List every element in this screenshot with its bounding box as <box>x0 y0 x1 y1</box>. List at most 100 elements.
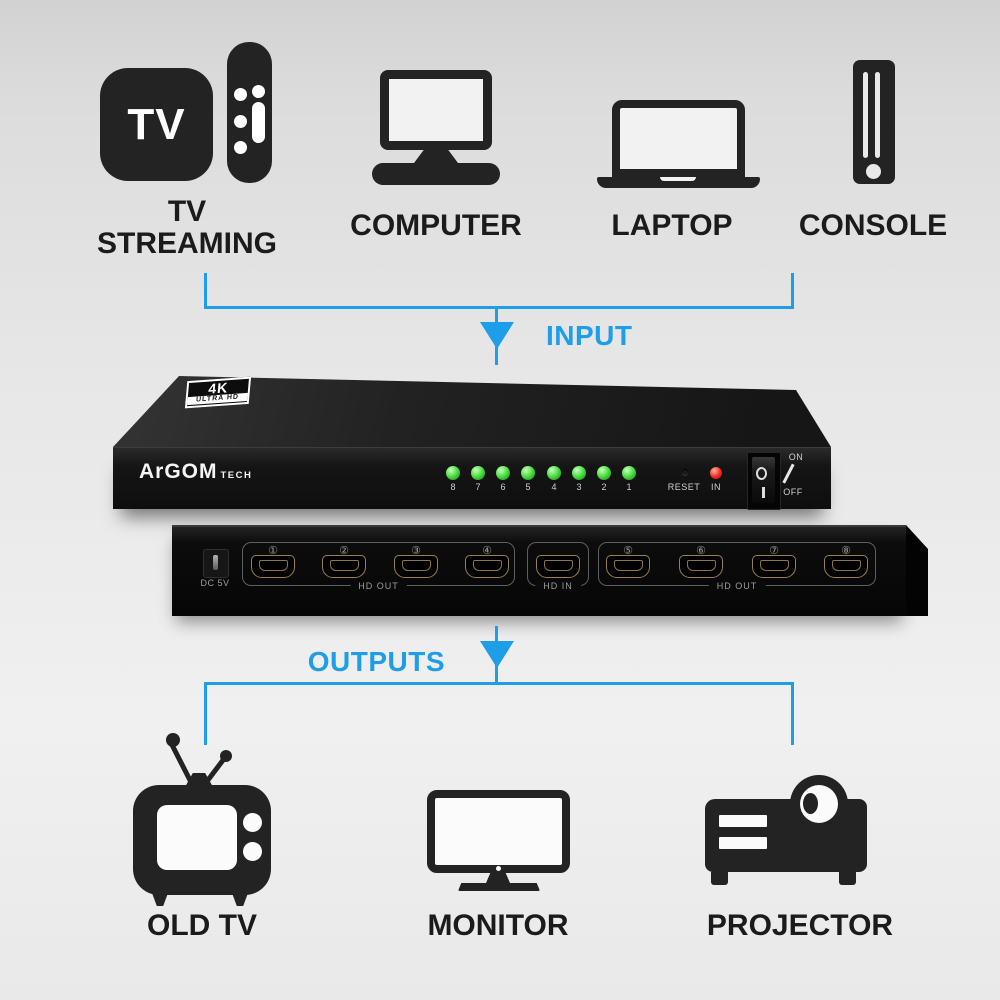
led-indicator <box>446 466 460 480</box>
remote-icon <box>227 42 272 183</box>
off-label: OFF <box>783 487 803 497</box>
hdmi-port <box>465 555 509 578</box>
label-projector: PROJECTOR <box>706 909 894 942</box>
hd-out-label: HD OUT <box>350 581 407 591</box>
laptop-base <box>597 177 760 188</box>
hdmi-port <box>824 555 868 578</box>
led-number: 3 <box>576 482 582 492</box>
label-monitor: MONITOR <box>427 909 569 942</box>
device-rear-side <box>906 525 928 616</box>
hdmi-port <box>322 555 366 578</box>
projector-vent <box>719 815 767 827</box>
power-rocker <box>752 457 775 503</box>
hd-in-group: HD IN <box>527 542 589 591</box>
output-arrow-icon <box>480 641 514 668</box>
power-i-symbol <box>762 487 765 498</box>
label-console: CONSOLE <box>798 209 948 242</box>
tv-box-text: TV <box>127 99 186 149</box>
computer-stand <box>414 150 458 163</box>
led-number: 4 <box>551 482 557 492</box>
computer-icon <box>380 70 492 150</box>
led-indicator <box>471 466 485 480</box>
reset-button <box>682 469 688 475</box>
input-arrow-icon <box>480 322 514 349</box>
antenna-tip <box>220 750 232 762</box>
led-number: 6 <box>500 482 506 492</box>
dc-power-jack <box>203 549 229 578</box>
port-number: ③ <box>411 545 421 557</box>
hd-out-group-1: ① ② ③ ④ HD OUT <box>242 542 515 591</box>
led-number: 2 <box>601 482 607 492</box>
input-flow-label: INPUT <box>546 320 633 351</box>
hdmi-port <box>536 555 580 578</box>
tv-knob <box>243 813 262 832</box>
led-indicator <box>521 466 535 480</box>
old-tv-icon <box>133 785 271 895</box>
input-led-label: IN <box>711 482 721 492</box>
remote-button <box>252 85 265 98</box>
projector-vent <box>719 837 767 849</box>
dc-label: DC 5V <box>200 578 230 588</box>
hd-out-group-2: ⑤ ⑥ ⑦ ⑧ HD OUT <box>598 542 876 591</box>
input-bracket-line <box>204 273 794 309</box>
led-indicator <box>622 466 636 480</box>
remote-button <box>252 102 265 143</box>
monitor-icon <box>427 790 570 873</box>
power-switch <box>747 452 781 510</box>
port-number: ⑦ <box>769 545 779 557</box>
led-indicator <box>547 466 561 480</box>
led-number: 5 <box>525 482 531 492</box>
port-number: ⑥ <box>696 545 706 557</box>
power-o-symbol <box>756 467 767 480</box>
antenna-tip <box>166 733 180 747</box>
label-computer: COMPUTER <box>350 209 522 242</box>
label-old-tv: OLD TV <box>147 909 257 942</box>
tv-neck <box>185 773 213 787</box>
hdmi-port <box>606 555 650 578</box>
remote-button <box>234 141 247 154</box>
remote-button <box>234 88 247 101</box>
reset-label: RESET <box>667 482 701 492</box>
old-tv-screen <box>157 805 237 870</box>
port-number: ④ <box>482 545 492 557</box>
port-number: ⑧ <box>841 545 851 557</box>
led-number: 7 <box>475 482 481 492</box>
projector-lens-pupil <box>803 793 818 814</box>
output-flow-label: OUTPUTS <box>307 646 445 677</box>
port-number: ⑤ <box>623 545 633 557</box>
label-laptop: LAPTOP <box>611 209 733 242</box>
output-bracket-line <box>204 682 794 745</box>
monitor-stand <box>486 873 510 883</box>
computer-base <box>372 163 500 185</box>
tv-foot <box>232 893 248 906</box>
device-front-panel <box>113 447 831 509</box>
led-indicator <box>572 466 586 480</box>
led-number: 1 <box>626 482 632 492</box>
tv-knob <box>243 842 262 861</box>
on-label: ON <box>788 452 804 462</box>
laptop-icon <box>612 100 745 177</box>
monitor-base <box>458 883 540 891</box>
input-led <box>710 467 722 479</box>
projector-foot <box>839 872 856 885</box>
hd-in-label: HD IN <box>535 581 581 591</box>
port-number: ① <box>268 545 278 557</box>
projector-icon <box>705 799 867 872</box>
remote-button <box>234 115 247 128</box>
tv-foot <box>152 893 168 906</box>
port-number: ② <box>339 545 349 557</box>
label-tv-streaming: TV STREAMING <box>97 195 277 260</box>
hdmi-port <box>251 555 295 578</box>
led-indicator <box>597 466 611 480</box>
hdmi-port <box>752 555 796 578</box>
hdmi-port <box>394 555 438 578</box>
tv-streaming-box-icon: TV <box>100 68 213 181</box>
projector-foot <box>711 872 728 885</box>
led-number: 8 <box>450 482 456 492</box>
brand-logo: ArGOM TECH <box>139 460 253 483</box>
monitor-power-dot <box>496 866 501 871</box>
led-indicator <box>496 466 510 480</box>
4k-ultra-hd-badge: 4K ULTRA HD <box>184 376 252 409</box>
hd-out-label: HD OUT <box>708 581 766 591</box>
